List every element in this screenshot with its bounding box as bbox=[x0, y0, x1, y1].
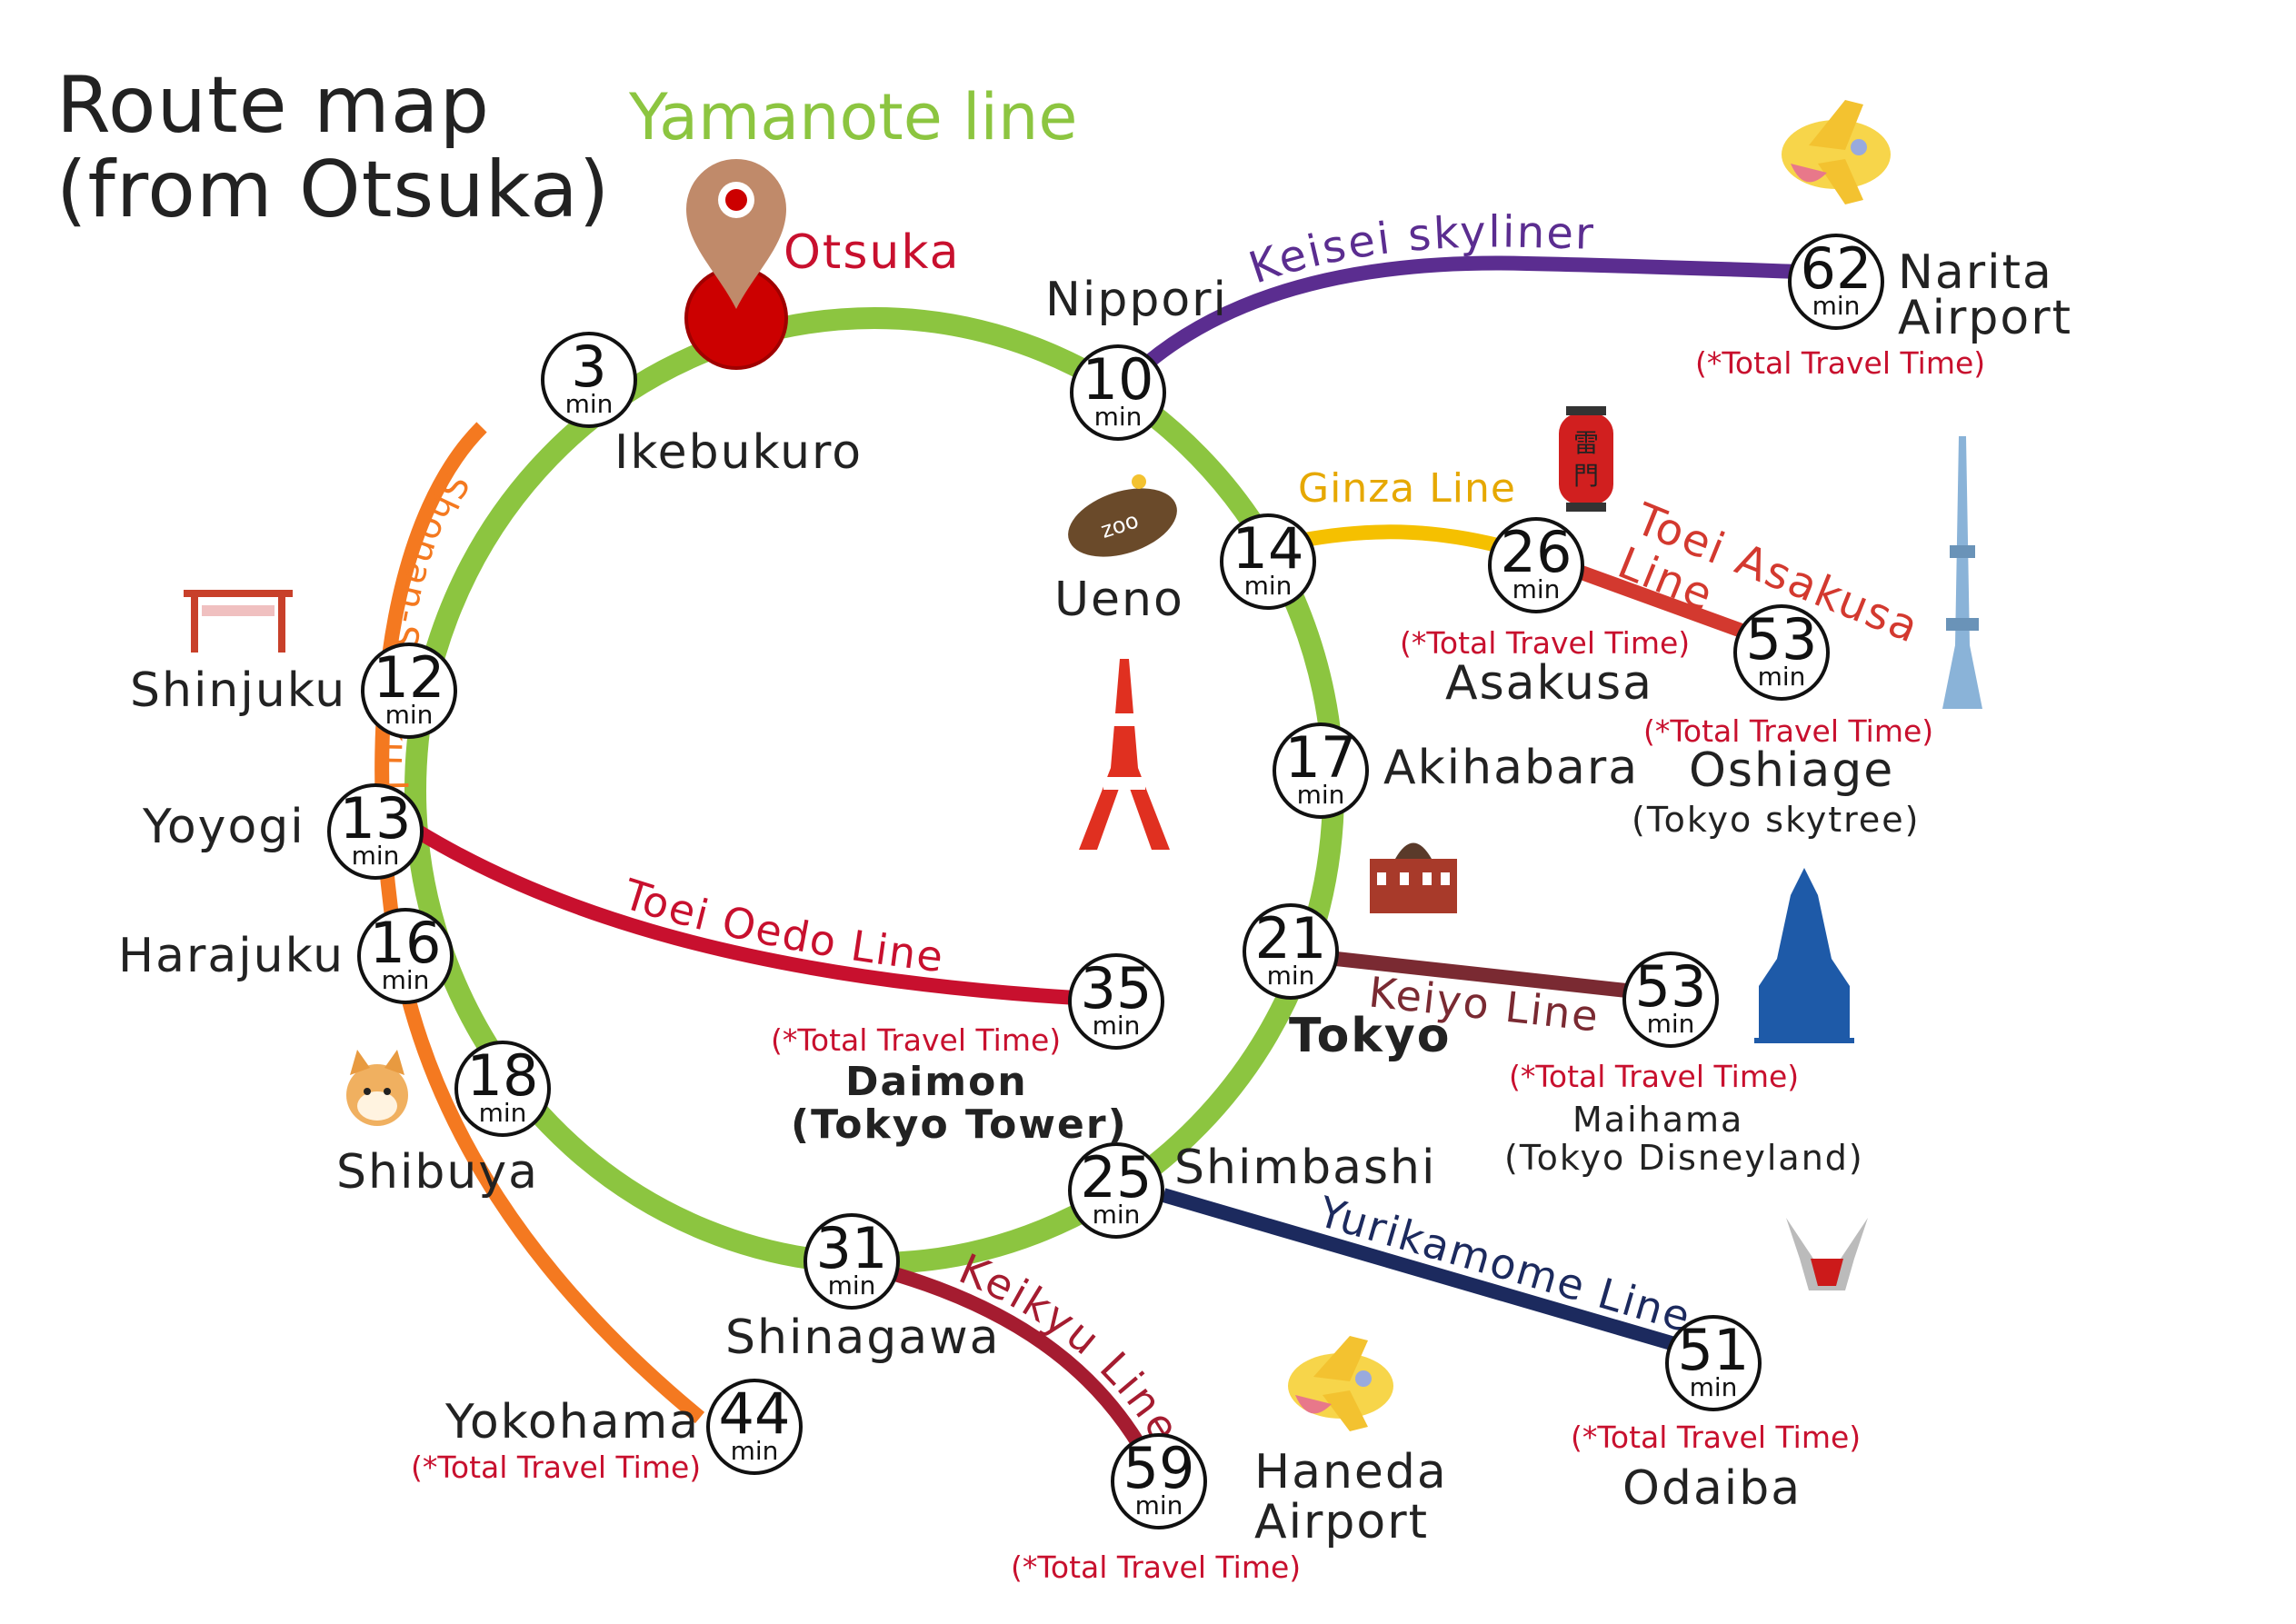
station-maihama-sub: (Tokyo Disneyland) bbox=[1504, 1138, 1864, 1178]
map-pin-icon bbox=[686, 158, 786, 309]
total-time-note-haneda: (*Total Travel Time) bbox=[1011, 1549, 1302, 1585]
station-odaiba: Odaiba bbox=[1622, 1461, 1802, 1516]
total-time-note-yokohama: (*Total Travel Time) bbox=[411, 1450, 702, 1485]
station-shimbashi: Shimbashi bbox=[1174, 1141, 1437, 1195]
station-narita-line2: Airport bbox=[1898, 291, 2072, 345]
station-ikebukuro: Ikebukuro bbox=[614, 425, 863, 480]
map-title-line1: Route map bbox=[56, 60, 491, 151]
station-narita-line1: Narita bbox=[1898, 245, 2053, 300]
station-shinjuku: Shinjuku bbox=[130, 663, 347, 718]
station-maihama: Maihama bbox=[1572, 1100, 1744, 1140]
station-oshiage: Oshiage bbox=[1689, 743, 1895, 798]
station-yokohama: Yokohama bbox=[445, 1395, 701, 1450]
keisei-line-label: Keisei skyliner bbox=[1243, 206, 1593, 294]
ginza-line-label: Ginza Line bbox=[1298, 465, 1516, 512]
yurikamome-line-label: Yurikamome Line bbox=[1313, 1187, 1695, 1342]
station-haneda-line2: Airport bbox=[1254, 1495, 1429, 1549]
station-haneda-line1: Haneda bbox=[1254, 1445, 1448, 1499]
shiba-dog-icon bbox=[346, 1050, 408, 1126]
station-akihabara: Akihabara bbox=[1383, 741, 1640, 795]
tokyo-station-icon bbox=[1370, 842, 1457, 913]
station-tokyo: Tokyo bbox=[1289, 1009, 1452, 1063]
svg-text:Keisei skyliner: Keisei skyliner bbox=[1243, 206, 1595, 294]
svg-text:雷: 雷 bbox=[1573, 428, 1599, 458]
skytree-icon bbox=[1942, 436, 1982, 709]
total-time-note-narita: (*Total Travel Time) bbox=[1695, 345, 1986, 381]
station-harajuku: Harajuku bbox=[118, 929, 345, 983]
airplane-icon bbox=[1782, 100, 1891, 204]
total-time-note-oshiage: (*Total Travel Time) bbox=[1643, 713, 1934, 749]
zoo-icon: zoo bbox=[1068, 474, 1177, 557]
total-time-note-daimon: (*Total Travel Time) bbox=[771, 1022, 1062, 1058]
total-time-note-odaiba: (*Total Travel Time) bbox=[1571, 1420, 1862, 1455]
torii-gate-icon bbox=[184, 590, 293, 653]
station-ueno: Ueno bbox=[1054, 573, 1184, 627]
station-nippori: Nippori bbox=[1045, 273, 1229, 327]
map-title: Route map (from Otsuka) bbox=[56, 64, 610, 233]
yamanote-line-label: Yamanote line bbox=[629, 80, 1078, 154]
svg-text:門: 門 bbox=[1573, 461, 1599, 491]
airplane-icon bbox=[1288, 1336, 1393, 1431]
station-oshiage-sub: (Tokyo skytree) bbox=[1632, 800, 1921, 840]
station-daimon-sub: (Tokyo Tower) bbox=[791, 1101, 1128, 1148]
castle-icon bbox=[1754, 868, 1854, 1043]
svg-text:Yurikamome Line: Yurikamome Line bbox=[1313, 1187, 1697, 1342]
station-shibuya: Shibuya bbox=[336, 1145, 540, 1200]
lantern-icon: 雷 門 bbox=[1559, 406, 1613, 512]
station-daimon: Daimon bbox=[845, 1059, 1028, 1105]
station-shinagawa: Shinagawa bbox=[725, 1310, 1001, 1365]
station-yoyogi: Yoyogi bbox=[143, 800, 305, 854]
station-otsuka: Otsuka bbox=[784, 225, 961, 280]
total-time-note-asakusa: (*Total Travel Time) bbox=[1400, 625, 1691, 661]
station-asakusa: Asakusa bbox=[1445, 656, 1653, 711]
gundam-icon bbox=[1786, 1218, 1868, 1290]
map-title-line2: (from Otsuka) bbox=[56, 144, 611, 235]
total-time-note-maihama: (*Total Travel Time) bbox=[1509, 1059, 1800, 1094]
tokyo-tower-icon bbox=[1079, 659, 1170, 850]
